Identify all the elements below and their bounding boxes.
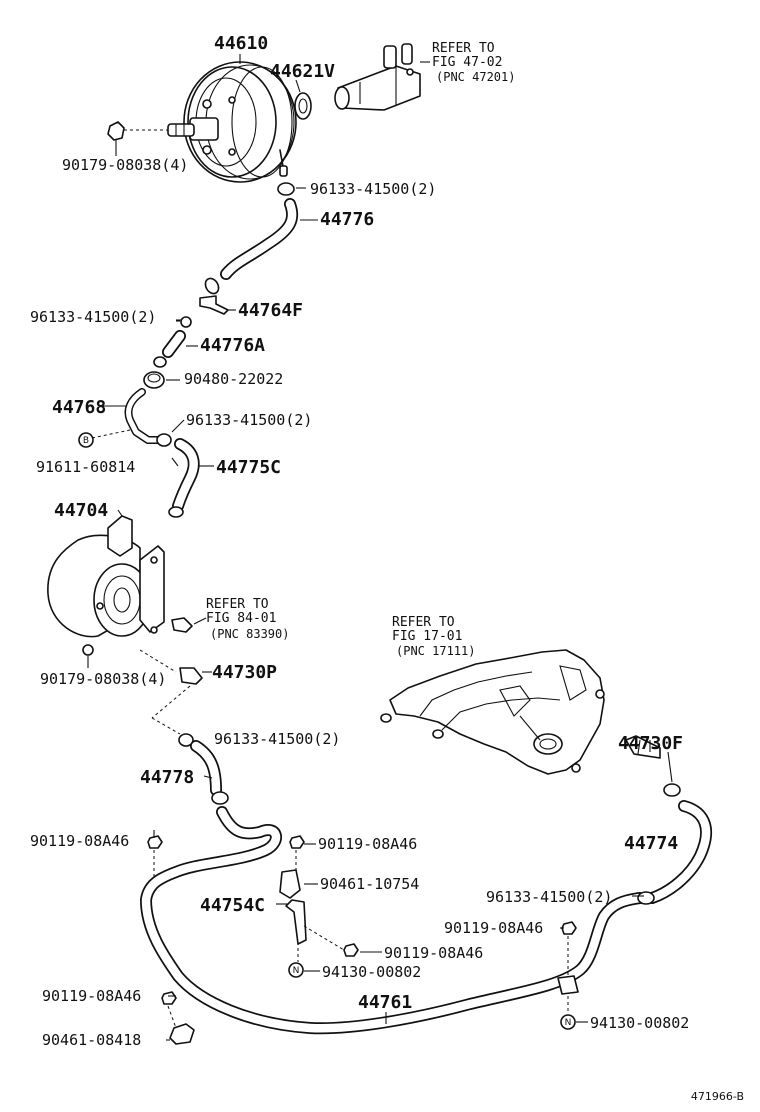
bolt-90119-b: [289, 835, 305, 870]
diagram-code: 471966-B: [691, 1090, 744, 1103]
ref17-line2: FIG 17-01: [392, 629, 462, 644]
ref-fig-47: REFER TO FIG 47-02 (PNC 47201): [420, 41, 515, 84]
bracket-44754c: [276, 869, 345, 962]
hose-joint: [176, 277, 236, 328]
fitting-44730f: [625, 735, 681, 797]
label-90119-d: 90119-08A46: [42, 987, 141, 1005]
fitting-44730p: [151, 667, 212, 735]
marker-b: B: [83, 436, 89, 446]
grommet-seal: [294, 92, 312, 120]
label-96133-e: 96133-41500(2): [486, 888, 612, 906]
label-90461-08418: 90461-08418: [42, 1031, 141, 1049]
label-90480: 90480-22022: [184, 370, 283, 388]
label-44610: 44610: [214, 33, 268, 54]
label-44776: 44776: [320, 209, 374, 230]
label-96133-b: 96133-41500(2): [30, 308, 156, 326]
label-44730p: 44730P: [212, 662, 277, 683]
bolt-90119-c: [343, 943, 359, 957]
marker-n-a: N: [293, 966, 300, 976]
vacuum-pipe-44761: [140, 806, 646, 1035]
intake-manifold: [380, 649, 605, 775]
clip-c: [156, 419, 185, 447]
ref-fig-17: REFER TO FIG 17-01 (PNC 17111): [392, 615, 475, 658]
label-90179-top: 90179-08038(4): [62, 156, 188, 174]
bolt-90119-d: [161, 991, 195, 1045]
label-96133-a: 96133-41500(2): [310, 180, 436, 198]
ref84-line1: REFER TO: [206, 597, 269, 612]
ref84-line2: FIG 84-01: [206, 611, 276, 626]
label-44776a: 44776A: [200, 335, 265, 356]
hose-clip: [277, 182, 306, 196]
label-44621v: 44621V: [270, 61, 335, 82]
label-44730f: 44730F: [618, 733, 683, 754]
clamp-small: [153, 356, 167, 368]
label-44775c: 44775C: [216, 457, 281, 478]
vacuum-tank: [47, 509, 165, 638]
fitting-ref-84: [171, 617, 207, 633]
short-hose-44776a: [162, 330, 198, 358]
ref47-line3: (PNC 47201): [436, 70, 515, 84]
label-90179-bottom: 90179-08038(4): [40, 670, 166, 688]
hose-44774: [632, 800, 713, 905]
label-44778: 44778: [140, 767, 194, 788]
label-94130-a: 94130-00802: [322, 963, 421, 981]
label-44704: 44704: [54, 500, 108, 521]
label-44774: 44774: [624, 833, 678, 854]
bolt-top: [107, 121, 168, 156]
nut-n-b: N: [560, 996, 576, 1030]
label-44761: 44761: [358, 992, 412, 1013]
ref17-line1: REFER TO: [392, 615, 455, 630]
vacuum-hose-44776: [220, 198, 318, 280]
label-44768: 44768: [52, 397, 106, 418]
master-cylinder-ref: [334, 43, 421, 111]
label-91611: 91611-60814: [36, 458, 135, 476]
bolt-b: B: [78, 429, 131, 448]
label-90119-b: 90119-08A46: [318, 835, 417, 853]
ref47-line2: FIG 47-02: [432, 55, 502, 70]
label-96133-d: 96133-41500(2): [214, 730, 340, 748]
brake-booster: [167, 61, 297, 183]
label-94130-b: 94130-00802: [590, 1014, 689, 1032]
ref17-line3: (PNC 17111): [396, 644, 475, 658]
marker-n-b: N: [565, 1018, 572, 1028]
label-90119-e: 90119-08A46: [444, 919, 543, 937]
label-44754c: 44754C: [200, 895, 265, 916]
label-90461-10754: 90461-10754: [320, 875, 419, 893]
vacuum-pipe-44768: [102, 388, 164, 444]
hose-44775c: [168, 438, 214, 518]
bolt-90119-a: [147, 835, 163, 880]
label-90119-a: 90119-08A46: [30, 832, 129, 850]
bolt-90119-e: [557, 921, 579, 995]
bolt-bottom: [82, 644, 177, 673]
label-96133-c: 96133-41500(2): [186, 411, 312, 429]
ref84-line3: (PNC 83390): [210, 627, 289, 641]
label-44764f: 44764F: [238, 300, 303, 321]
ref-fig-84: REFER TO FIG 84-01 (PNC 83390): [206, 597, 289, 641]
label-90119-c: 90119-08A46: [384, 944, 483, 962]
nut-n-a: N: [288, 962, 304, 978]
hose-44778: [178, 733, 229, 805]
check-valve: [143, 371, 180, 389]
ref47-line1: REFER TO: [432, 41, 495, 56]
